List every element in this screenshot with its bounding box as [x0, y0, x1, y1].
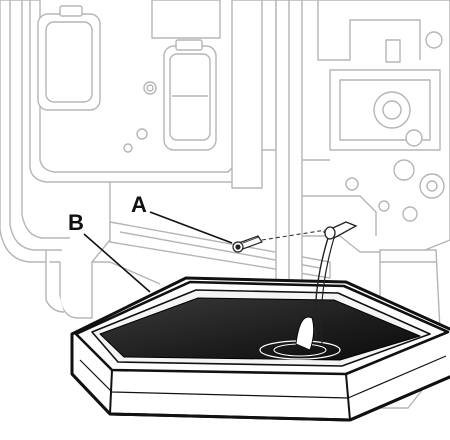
leader-line-a [149, 211, 233, 244]
drain-bolt [232, 235, 263, 253]
removal-path [261, 229, 327, 241]
callout-b-label: B [68, 210, 84, 235]
leader-line-b [83, 233, 151, 293]
callout-a-label: A [131, 192, 147, 217]
oil-filler-dipstick [314, 221, 358, 345]
drain-pan [70, 276, 450, 422]
